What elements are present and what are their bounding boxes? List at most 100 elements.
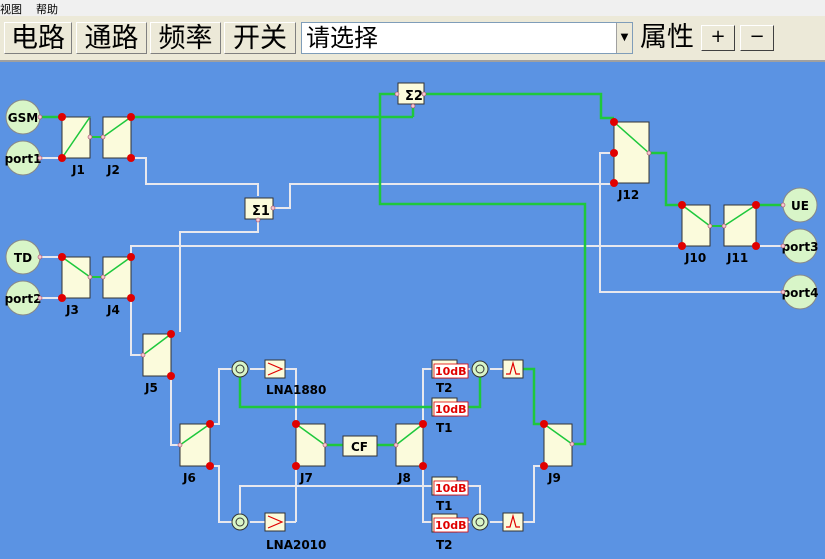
switch-j7[interactable]: J7	[295, 423, 326, 485]
port-port1[interactable]: port1	[5, 140, 42, 176]
menu-view[interactable]: 视图	[0, 3, 22, 16]
node-dot	[540, 462, 548, 470]
switch-button[interactable]: 开关	[224, 22, 296, 54]
combiner-sum2-label: Σ2	[405, 89, 423, 104]
junction-dot	[37, 254, 43, 260]
port-td[interactable]: TD	[5, 239, 41, 275]
junction-dot	[410, 103, 416, 109]
menu-bar: 视图 帮助	[0, 0, 825, 16]
combiner-sum1[interactable]: Σ1	[244, 197, 274, 220]
attenuator-top-t2[interactable]: 10dB T2	[431, 359, 469, 395]
filter-cf[interactable]: CF	[342, 435, 378, 457]
junction-dot	[255, 217, 261, 223]
node-dot	[206, 420, 214, 428]
attenuator-bottom-t1[interactable]: 10dB T1	[431, 476, 469, 513]
frequency-button[interactable]: 频率	[150, 22, 221, 54]
switch-j11[interactable]: J11	[723, 204, 757, 265]
switch-j6[interactable]: J6	[179, 423, 211, 485]
node-dot	[419, 420, 427, 428]
junction-dot	[37, 155, 43, 161]
lna-1880-label: LNA1880	[266, 383, 326, 397]
connection-nodes	[58, 113, 760, 470]
coupler-inner-ring-icon	[235, 517, 245, 527]
attenuator-bottom-t2-label: T2	[436, 538, 453, 552]
switch-j4[interactable]: J4	[102, 256, 132, 317]
switch-j12[interactable]: J12	[613, 121, 650, 202]
switch-j8[interactable]: J8	[395, 423, 424, 485]
properties-label: 属性	[640, 22, 694, 53]
junction-dot	[87, 274, 93, 280]
node-dot	[610, 149, 618, 157]
node-dot	[167, 330, 175, 338]
node-dot	[58, 294, 66, 302]
port-td-label: TD	[14, 251, 32, 265]
switch-j3-label: J3	[65, 303, 79, 317]
lna-1880[interactable]: LNA1880	[264, 359, 326, 397]
attenuator-top-t1[interactable]: 10dB T1	[431, 397, 469, 435]
path-select[interactable]: 请选择 ▼	[301, 22, 633, 54]
port-port4[interactable]: port4	[782, 274, 819, 310]
junction-dot	[780, 289, 786, 295]
junction-dot	[37, 114, 43, 120]
zoom-in-button[interactable]: +	[701, 25, 735, 51]
node-dot	[206, 462, 214, 470]
filter-cf-label: CF	[351, 440, 368, 454]
attenuator-bottom-t2[interactable]: 10dB T2	[431, 513, 469, 552]
switch-j3[interactable]: J3	[61, 256, 91, 317]
filter-bottom-icon[interactable]	[502, 512, 524, 532]
node-dot	[58, 154, 66, 162]
port-ue[interactable]: UE	[782, 187, 818, 223]
node-dot	[58, 253, 66, 261]
attenuator-bottom-t1-value: 10dB	[435, 482, 467, 495]
node-dot	[678, 201, 686, 209]
junction-dot	[393, 442, 399, 448]
port-port1-label: port1	[5, 152, 42, 166]
coupler-bottom-right-icon[interactable]	[471, 513, 489, 531]
combiner-sum2[interactable]: Σ2	[397, 82, 425, 105]
switch-j2-label: J2	[106, 163, 120, 177]
junction-dot	[780, 202, 786, 208]
switch-j5[interactable]: J5	[142, 333, 172, 395]
coupler-inner-ring-icon	[475, 364, 485, 374]
switch-j10[interactable]: J10	[681, 204, 711, 265]
junction-dot	[140, 352, 146, 358]
lna-2010[interactable]: LNA2010	[264, 512, 326, 552]
circuit-canvas: GSM port1 TD port2 UE port3 port4	[5, 82, 819, 552]
junction-dot	[87, 134, 93, 140]
junction-dot	[37, 295, 43, 301]
attenuator-top-t2-value: 10dB	[435, 365, 467, 378]
switch-j2[interactable]: J2	[102, 116, 132, 177]
zoom-out-button[interactable]: −	[740, 25, 774, 51]
circuit-button[interactable]: 电路	[4, 22, 72, 54]
switch-j1[interactable]: J1	[61, 116, 91, 177]
dropdown-arrow-icon[interactable]: ▼	[616, 23, 632, 53]
coupler-top-left-icon[interactable]	[231, 360, 249, 378]
switch-j1-label: J1	[71, 163, 85, 177]
menu-help[interactable]: 帮助	[36, 3, 58, 16]
filter-top-icon[interactable]	[502, 359, 524, 379]
coupler-top-right-icon[interactable]	[471, 360, 489, 378]
port-port3[interactable]: port3	[782, 228, 819, 264]
port-port2[interactable]: port2	[5, 280, 42, 316]
switch-j8-label: J8	[397, 471, 411, 485]
junction-dot	[270, 205, 276, 211]
port-gsm-label: GSM	[8, 111, 38, 125]
lna-2010-label: LNA2010	[266, 538, 326, 552]
junction-dot	[721, 223, 727, 229]
switch-j9[interactable]: J9	[543, 423, 573, 485]
switch-j11-label: J11	[726, 251, 748, 265]
switches: J1 J2 J3 J4 J5	[61, 116, 757, 485]
port-gsm[interactable]: GSM	[5, 99, 41, 135]
port-port2-label: port2	[5, 292, 42, 306]
node-dot	[292, 420, 300, 428]
path-button[interactable]: 通路	[76, 22, 147, 54]
coupler-inner-ring-icon	[235, 364, 245, 374]
components: LNA1880 LNA2010 CF 10dB T2 10dB T1	[231, 359, 524, 552]
ports: GSM port1 TD port2 UE port3 port4	[5, 99, 819, 316]
attenuator-top-t1-label: T1	[436, 421, 453, 435]
coupler-bottom-left-icon[interactable]	[231, 513, 249, 531]
attenuator-top-t2-label: T2	[436, 381, 453, 395]
junction-dot	[322, 442, 328, 448]
port-port4-label: port4	[782, 286, 819, 300]
node-dot	[678, 242, 686, 250]
